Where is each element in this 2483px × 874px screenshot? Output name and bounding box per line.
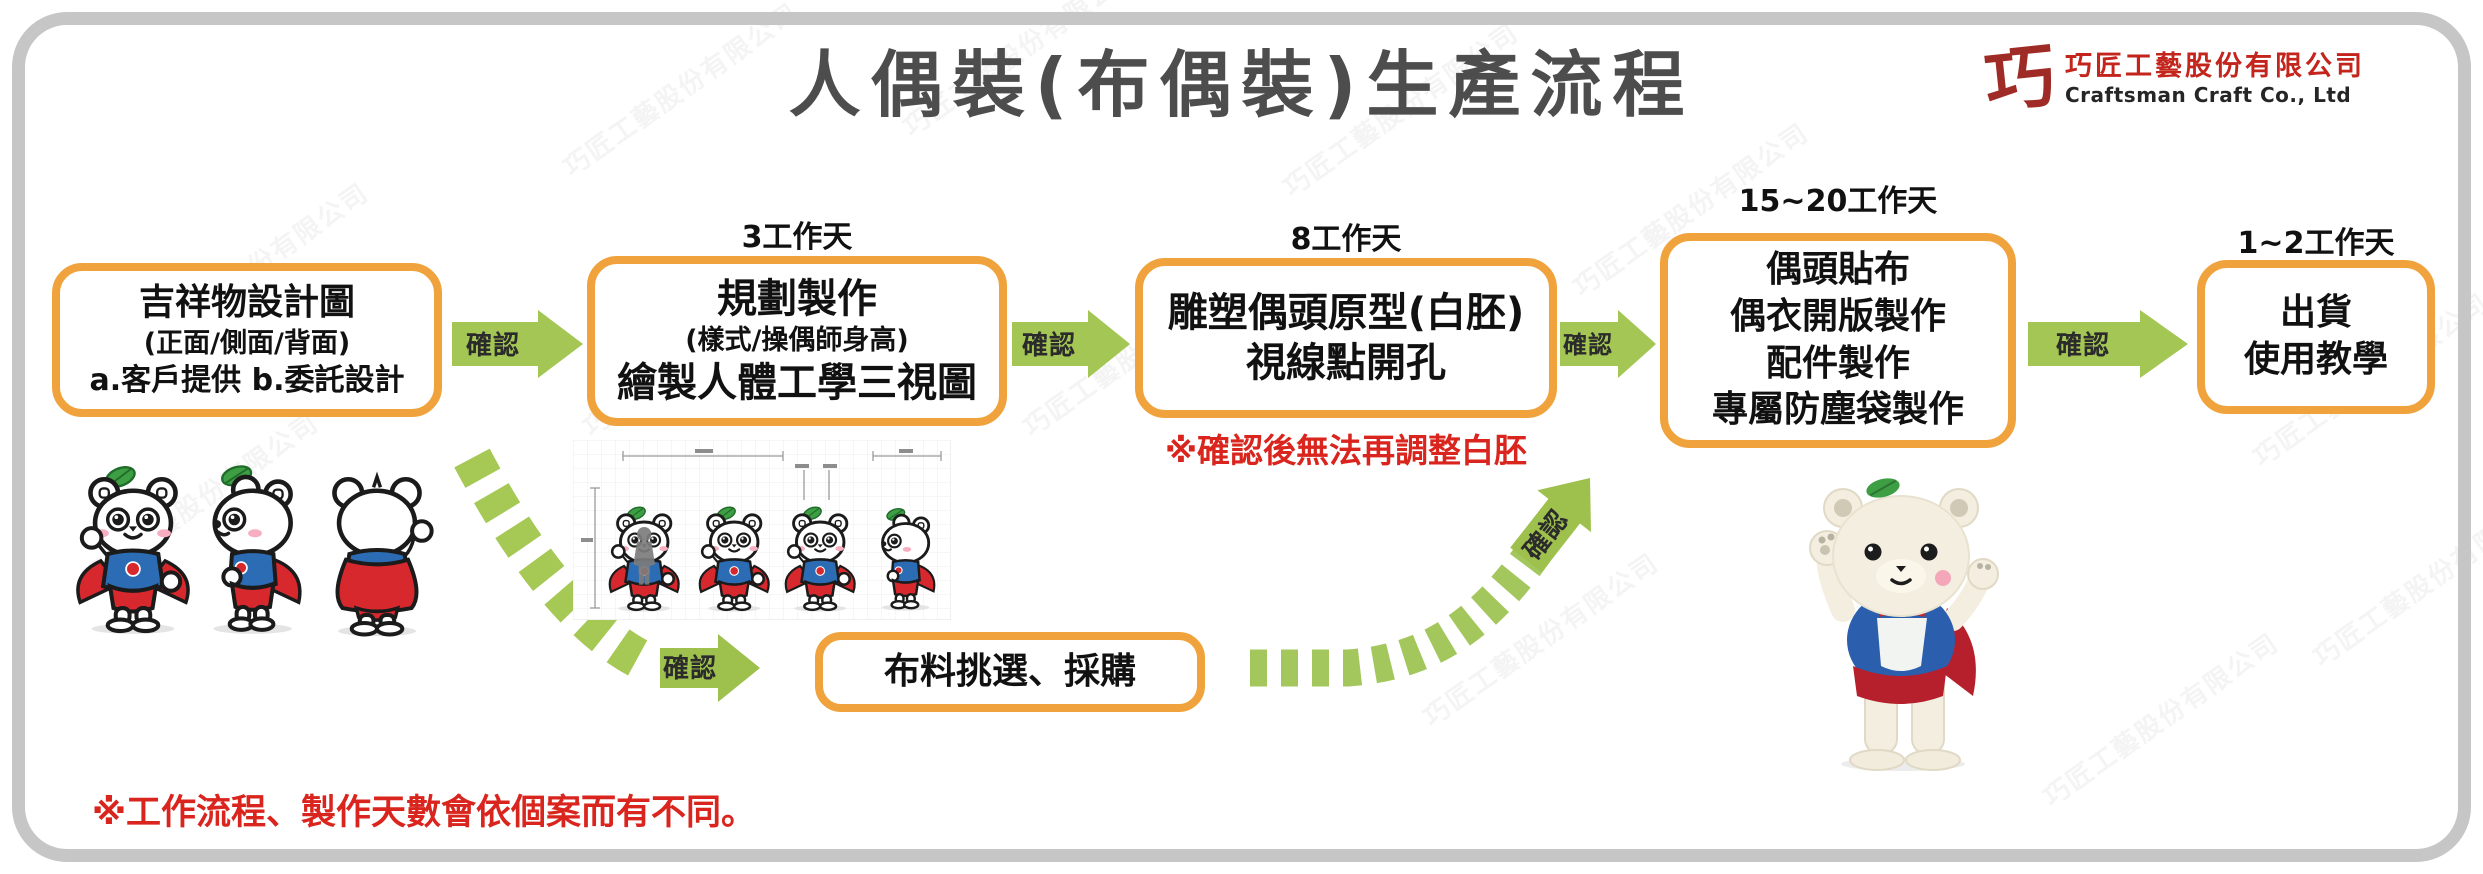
confirm-arrow-2: 確認: [1012, 310, 1130, 378]
step-line: 出貨: [2279, 292, 2352, 334]
step-line: (樣式/操偶師身高): [685, 325, 909, 357]
confirm-arrow-4: 確認: [2028, 310, 2188, 378]
step-line: 配件製作: [1765, 342, 1910, 384]
step-line: 專屬防塵袋製作: [1711, 389, 1964, 431]
confirm-arrow-3: 確認: [1560, 310, 1656, 378]
dashed-path-up: [1250, 508, 1572, 687]
step-line: 繪製人體工學三視圖: [617, 359, 977, 406]
step-line: 偶頭貼布: [1765, 248, 1910, 290]
confirm-arrow-fabric: 確認: [660, 634, 760, 702]
step-line: 雕塑偶頭原型(白胚): [1167, 290, 1525, 336]
step-line: 使用教學: [2243, 339, 2388, 380]
step-line: 規劃製作: [717, 276, 877, 323]
duration-label-step-4: 15~20工作天: [1738, 184, 1938, 219]
logo-mark-icon: 巧: [1980, 33, 2060, 124]
step-box-fabric-selection: 布料挑選、採購: [815, 632, 1205, 712]
step-line: 偶衣開版製作: [1729, 295, 1946, 337]
company-name-zh: 巧匠工藝股份有限公司: [2065, 51, 2365, 83]
dashed-path-down: [454, 448, 661, 684]
confirm-arrow-1: 確認: [452, 310, 583, 378]
ergonomic-three-view-drawing: [573, 440, 951, 620]
step-line: a.客戶提供 b.委託設計: [89, 362, 405, 398]
step-box-planning: 規劃製作 (樣式/操偶師身高) 繪製人體工學三視圖: [587, 256, 1007, 426]
process-disclaimer: ※工作流程、製作天數會依個案而有不同。: [92, 793, 757, 833]
mascot-design-illustration: [62, 450, 442, 655]
head-sculpt-warning: ※確認後無法再調整白胚: [1164, 431, 1528, 470]
confirm-arrow-label: 確認: [1022, 330, 1076, 361]
step-box-mascot-design: 吉祥物設計圖 (正面/側面/背面) a.客戶提供 b.委託設計: [52, 263, 442, 417]
company-logo: 巧 巧匠工藝股份有限公司 Craftsman Craft Co., Ltd: [1981, 34, 2365, 124]
step-box-fabrication: 偶頭貼布 偶衣開版製作 配件製作 專屬防塵袋製作: [1660, 233, 2016, 448]
confirm-arrow-label: 確認: [663, 653, 717, 684]
mascot-costume-photo: [1809, 478, 1999, 771]
page-title: 人偶裝(布偶裝)生產流程: [788, 43, 1695, 127]
confirm-arrow-label: 確認: [466, 330, 520, 361]
dimension-lines: [581, 449, 942, 609]
step-line: 視線點開孔: [1246, 340, 1446, 386]
duration-label-step-3: 8工作天: [1290, 222, 1402, 257]
confirm-arrow-label: 確認: [1563, 331, 1613, 359]
duration-label-step-2: 3工作天: [741, 220, 853, 255]
step-line: (正面/側面/背面): [143, 328, 351, 360]
duration-label-step-5: 1~2工作天: [2237, 226, 2395, 261]
company-name-en: Craftsman Craft Co., Ltd: [2065, 82, 2352, 107]
confirm-arrow-label: 確認: [2056, 330, 2110, 361]
step-box-shipping: 出貨 使用教學: [2197, 260, 2435, 414]
step-line: 布料挑選、採購: [883, 650, 1136, 692]
confirm-arrow-to-fabrication: 確認: [1510, 478, 1591, 573]
step-line: 吉祥物設計圖: [138, 282, 355, 324]
step-box-head-sculpt: 雕塑偶頭原型(白胚) 視線點開孔: [1135, 258, 1557, 418]
